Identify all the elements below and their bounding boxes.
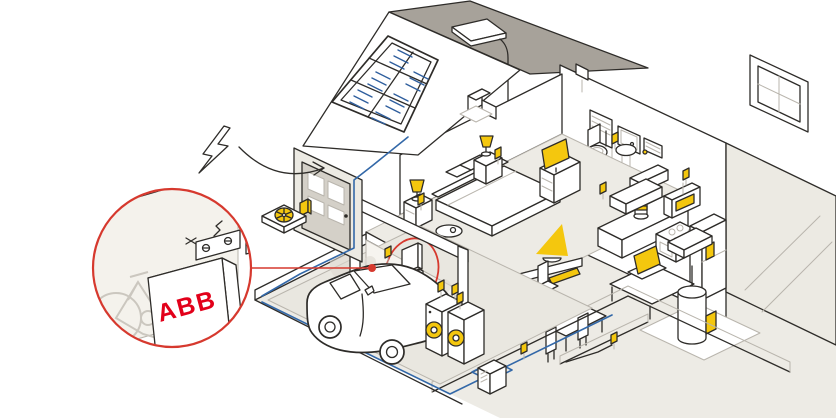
magnifier-callout: ABB xyxy=(91,187,253,349)
ventilation-unit xyxy=(261,204,307,234)
grid-arrow xyxy=(238,146,325,175)
coffee-table xyxy=(667,227,713,259)
dryer xyxy=(447,301,485,365)
microwave xyxy=(663,182,701,219)
skylight xyxy=(451,18,507,47)
water-heater xyxy=(677,265,717,345)
energy-meter-box xyxy=(471,359,513,395)
robot-vacuum xyxy=(435,224,463,238)
far-corner-wall xyxy=(749,54,809,133)
abb-energy-device: ABB xyxy=(147,257,245,346)
bathroom xyxy=(575,63,663,169)
sink xyxy=(615,141,637,169)
doorbell xyxy=(299,198,312,217)
electric-car xyxy=(306,263,462,365)
roof-vent xyxy=(459,88,497,123)
windshield xyxy=(353,264,411,294)
laptop xyxy=(627,245,667,280)
dresser xyxy=(539,154,581,204)
bedside-lamp-right xyxy=(479,135,494,157)
lightning-bolt-icon xyxy=(198,125,231,174)
skylight-cable xyxy=(499,38,509,105)
tv xyxy=(541,138,570,173)
sofa xyxy=(609,178,663,215)
far-window xyxy=(757,65,801,123)
din-rail xyxy=(195,220,250,261)
wall-device xyxy=(575,63,589,93)
towel-radiator xyxy=(642,137,663,159)
mirror xyxy=(364,285,375,296)
grid-power-annotation xyxy=(198,125,325,176)
entrance xyxy=(261,147,363,263)
solar-cable xyxy=(261,136,409,297)
house-wiring xyxy=(565,148,684,363)
solar-cell-hatching xyxy=(349,49,429,125)
solar-roof xyxy=(302,11,521,156)
magnifier-ring xyxy=(91,187,253,349)
utility-corner xyxy=(559,265,761,365)
basement-wall xyxy=(559,313,649,365)
solar-panel-array xyxy=(331,35,439,133)
callout-leader xyxy=(252,264,376,272)
side-window xyxy=(329,273,361,300)
bedroom xyxy=(403,135,581,238)
